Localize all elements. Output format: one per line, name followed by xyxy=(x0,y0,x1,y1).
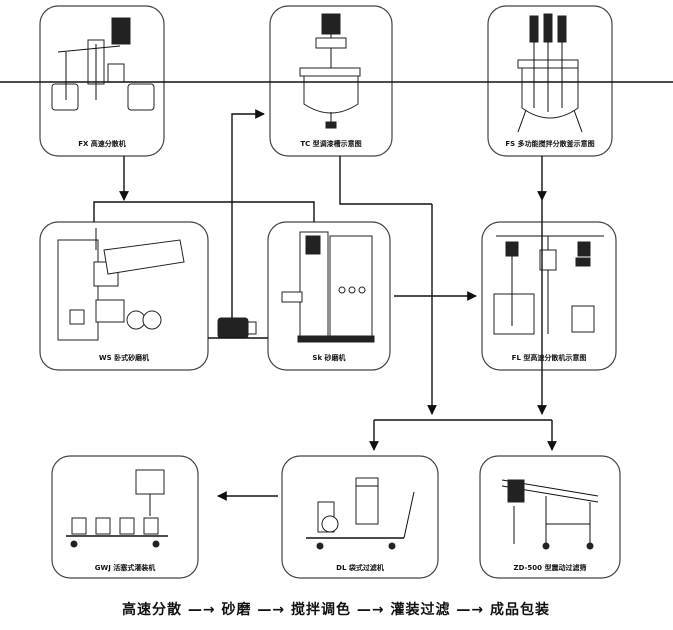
card-fx-disperser: FX 高速分散机 xyxy=(39,5,165,157)
ws-sk-bracket xyxy=(93,201,315,222)
arrow-pump-to-tc xyxy=(231,109,265,318)
gwj-filler-drawing xyxy=(66,469,168,548)
fx-label: FX 高速分散机 xyxy=(78,139,126,148)
zd-label: ZD-500 型震动过滤筛 xyxy=(514,563,587,572)
card-sk-mill: Sk 砂磨机 xyxy=(267,221,391,371)
zd-screen-drawing xyxy=(501,479,599,550)
fx-disperser-drawing xyxy=(51,17,155,111)
connectors xyxy=(0,81,673,501)
card-ws-horizontal-mill: WS 卧式砂磨机 xyxy=(39,221,209,371)
fs-kettle-drawing xyxy=(517,13,583,133)
card-tc-tank: TC 型调漆槽示意图 xyxy=(269,5,393,157)
card-fs-kettle: FS 多功能搅拌分散釜示意图 xyxy=(487,5,613,157)
tc-down-line xyxy=(339,156,432,205)
tc-tank-drawing xyxy=(299,13,361,129)
card-gwj-filler: GWJ 活塞式灌装机 xyxy=(51,455,199,579)
card-dl-bag-filter: DL 袋式过滤机 xyxy=(281,455,439,579)
sk-mill-drawing xyxy=(281,231,375,343)
card-zd-vibrating-screen: ZD-500 型震动过滤筛 xyxy=(479,455,621,579)
fs-label: FS 多功能搅拌分散釜示意图 xyxy=(505,139,594,148)
fl-disperser-drawing xyxy=(493,235,604,335)
sk-label: Sk 砂磨机 xyxy=(312,353,345,362)
dl-label: DL 袋式过滤机 xyxy=(336,563,384,572)
ws-mill-drawing xyxy=(57,228,185,341)
ws-label: WS 卧式砂磨机 xyxy=(99,353,149,362)
gwj-label: GWJ 活塞式灌装机 xyxy=(95,563,156,572)
fl-label: FL 型高速分散机示意图 xyxy=(512,353,587,362)
dl-filter-drawing xyxy=(306,477,415,550)
tc-label: TC 型调漆槽示意图 xyxy=(300,139,361,148)
process-flow-text: 高速分散 —→ 砂磨 —→ 搅拌调色 —→ 灌装过滤 —→ 成品包装 xyxy=(122,601,550,618)
card-fl-disperser: FL 型高速分散机示意图 xyxy=(481,221,617,371)
pump-icon xyxy=(217,317,257,339)
